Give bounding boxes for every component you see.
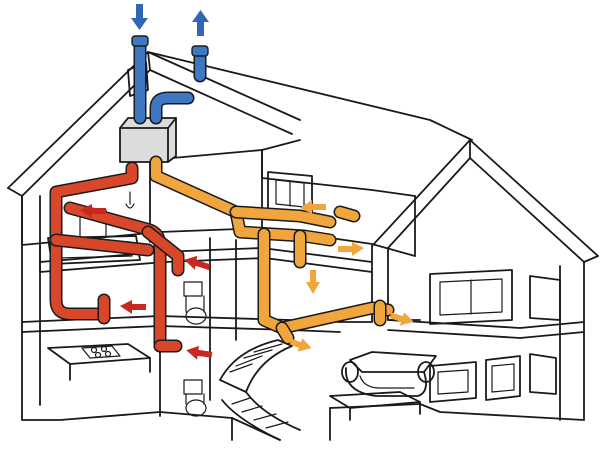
main-roof-ridge <box>147 51 473 141</box>
toilet-upper <box>183 281 207 325</box>
exhaust-duct <box>151 93 193 123</box>
ventilation-unit <box>119 117 177 163</box>
extract-ducts <box>49 161 185 353</box>
arrow-red-icon <box>120 300 146 314</box>
arrow-orange-icon <box>289 338 312 352</box>
supply-ducts <box>149 155 395 345</box>
right-gable-inner <box>387 157 585 263</box>
extract-duct-kitchen <box>51 163 137 319</box>
flow-arrows <box>80 4 414 360</box>
right-lower-window <box>429 353 557 403</box>
living-room-sofa <box>341 351 437 397</box>
arrow-down-icon <box>131 4 148 30</box>
kitchen-stove <box>47 343 151 381</box>
arrow-orange-icon <box>300 200 326 214</box>
coffee-table <box>329 391 421 421</box>
arrow-orange-icon <box>306 270 320 294</box>
arrow-orange-icon <box>338 242 364 256</box>
arrow-red-icon <box>184 255 210 271</box>
lamp <box>125 191 135 209</box>
upper-room-back-top <box>261 149 416 197</box>
right-upper-window <box>429 269 561 325</box>
base-front <box>21 411 233 421</box>
right-gable-outer <box>371 139 599 257</box>
spiral-staircase <box>219 339 301 441</box>
arrow-orange-icon <box>389 312 414 326</box>
toilet-lower <box>183 379 207 417</box>
arrow-red-icon <box>80 204 106 218</box>
arrow-up-icon <box>192 10 209 36</box>
supply-duct-main <box>151 157 335 245</box>
arrow-red-icon <box>186 345 213 360</box>
outdoor-ducts <box>131 35 209 125</box>
